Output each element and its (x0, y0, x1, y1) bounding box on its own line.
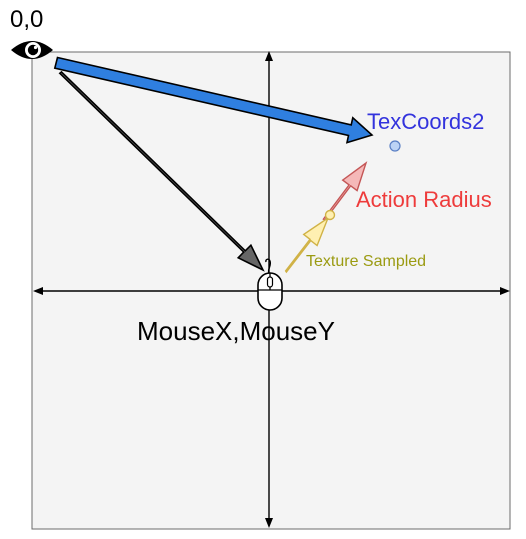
gray-arrow-origin-to-mouse (58, 70, 265, 272)
eye-icon (11, 41, 53, 59)
texture-sampled-label: Texture Sampled (306, 253, 427, 270)
texcoords-point (389, 140, 401, 152)
mouse-position-label: MouseX,MouseY (137, 316, 335, 346)
texcoords-label: TexCoords2 (367, 109, 485, 134)
x-axis-left-arrowhead (33, 287, 43, 295)
sample-point (324, 209, 336, 221)
y-axis-top-arrowhead (265, 51, 273, 61)
y-axis-bottom-arrowhead (265, 518, 273, 528)
x-axis-right-arrowhead (500, 287, 510, 295)
action-radius-label: Action Radius (356, 187, 492, 212)
texture-sampled-arrow (284, 216, 330, 274)
mouse-icon (257, 258, 283, 311)
origin-label: 0,0 (10, 6, 44, 33)
blue-arrow-origin-to-texcoords (53, 56, 374, 144)
